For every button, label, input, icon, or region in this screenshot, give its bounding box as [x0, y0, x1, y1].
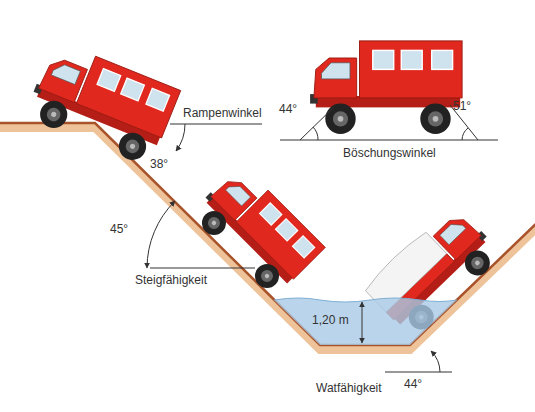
- label: 38°: [150, 157, 168, 171]
- truck-ramp: [23, 40, 180, 168]
- label: 45°: [110, 222, 128, 236]
- truck-slope: [189, 163, 326, 300]
- ramp-angle: [170, 124, 262, 151]
- label: Watfähigkeit: [316, 381, 382, 395]
- label: 44°: [279, 102, 297, 116]
- label: 51°: [453, 99, 471, 113]
- label: Böschungswinkel: [343, 146, 436, 160]
- wading-depth: [362, 302, 452, 372]
- terrain: [0, 123, 535, 350]
- label: Rampenwinkel: [183, 106, 262, 120]
- truck-level: [310, 41, 462, 134]
- water: [274, 298, 457, 345]
- label: 44°: [404, 377, 422, 391]
- label: Steigfähigkeit: [135, 273, 207, 287]
- label: 1,20 m: [312, 313, 349, 327]
- climb-angle: [147, 201, 255, 268]
